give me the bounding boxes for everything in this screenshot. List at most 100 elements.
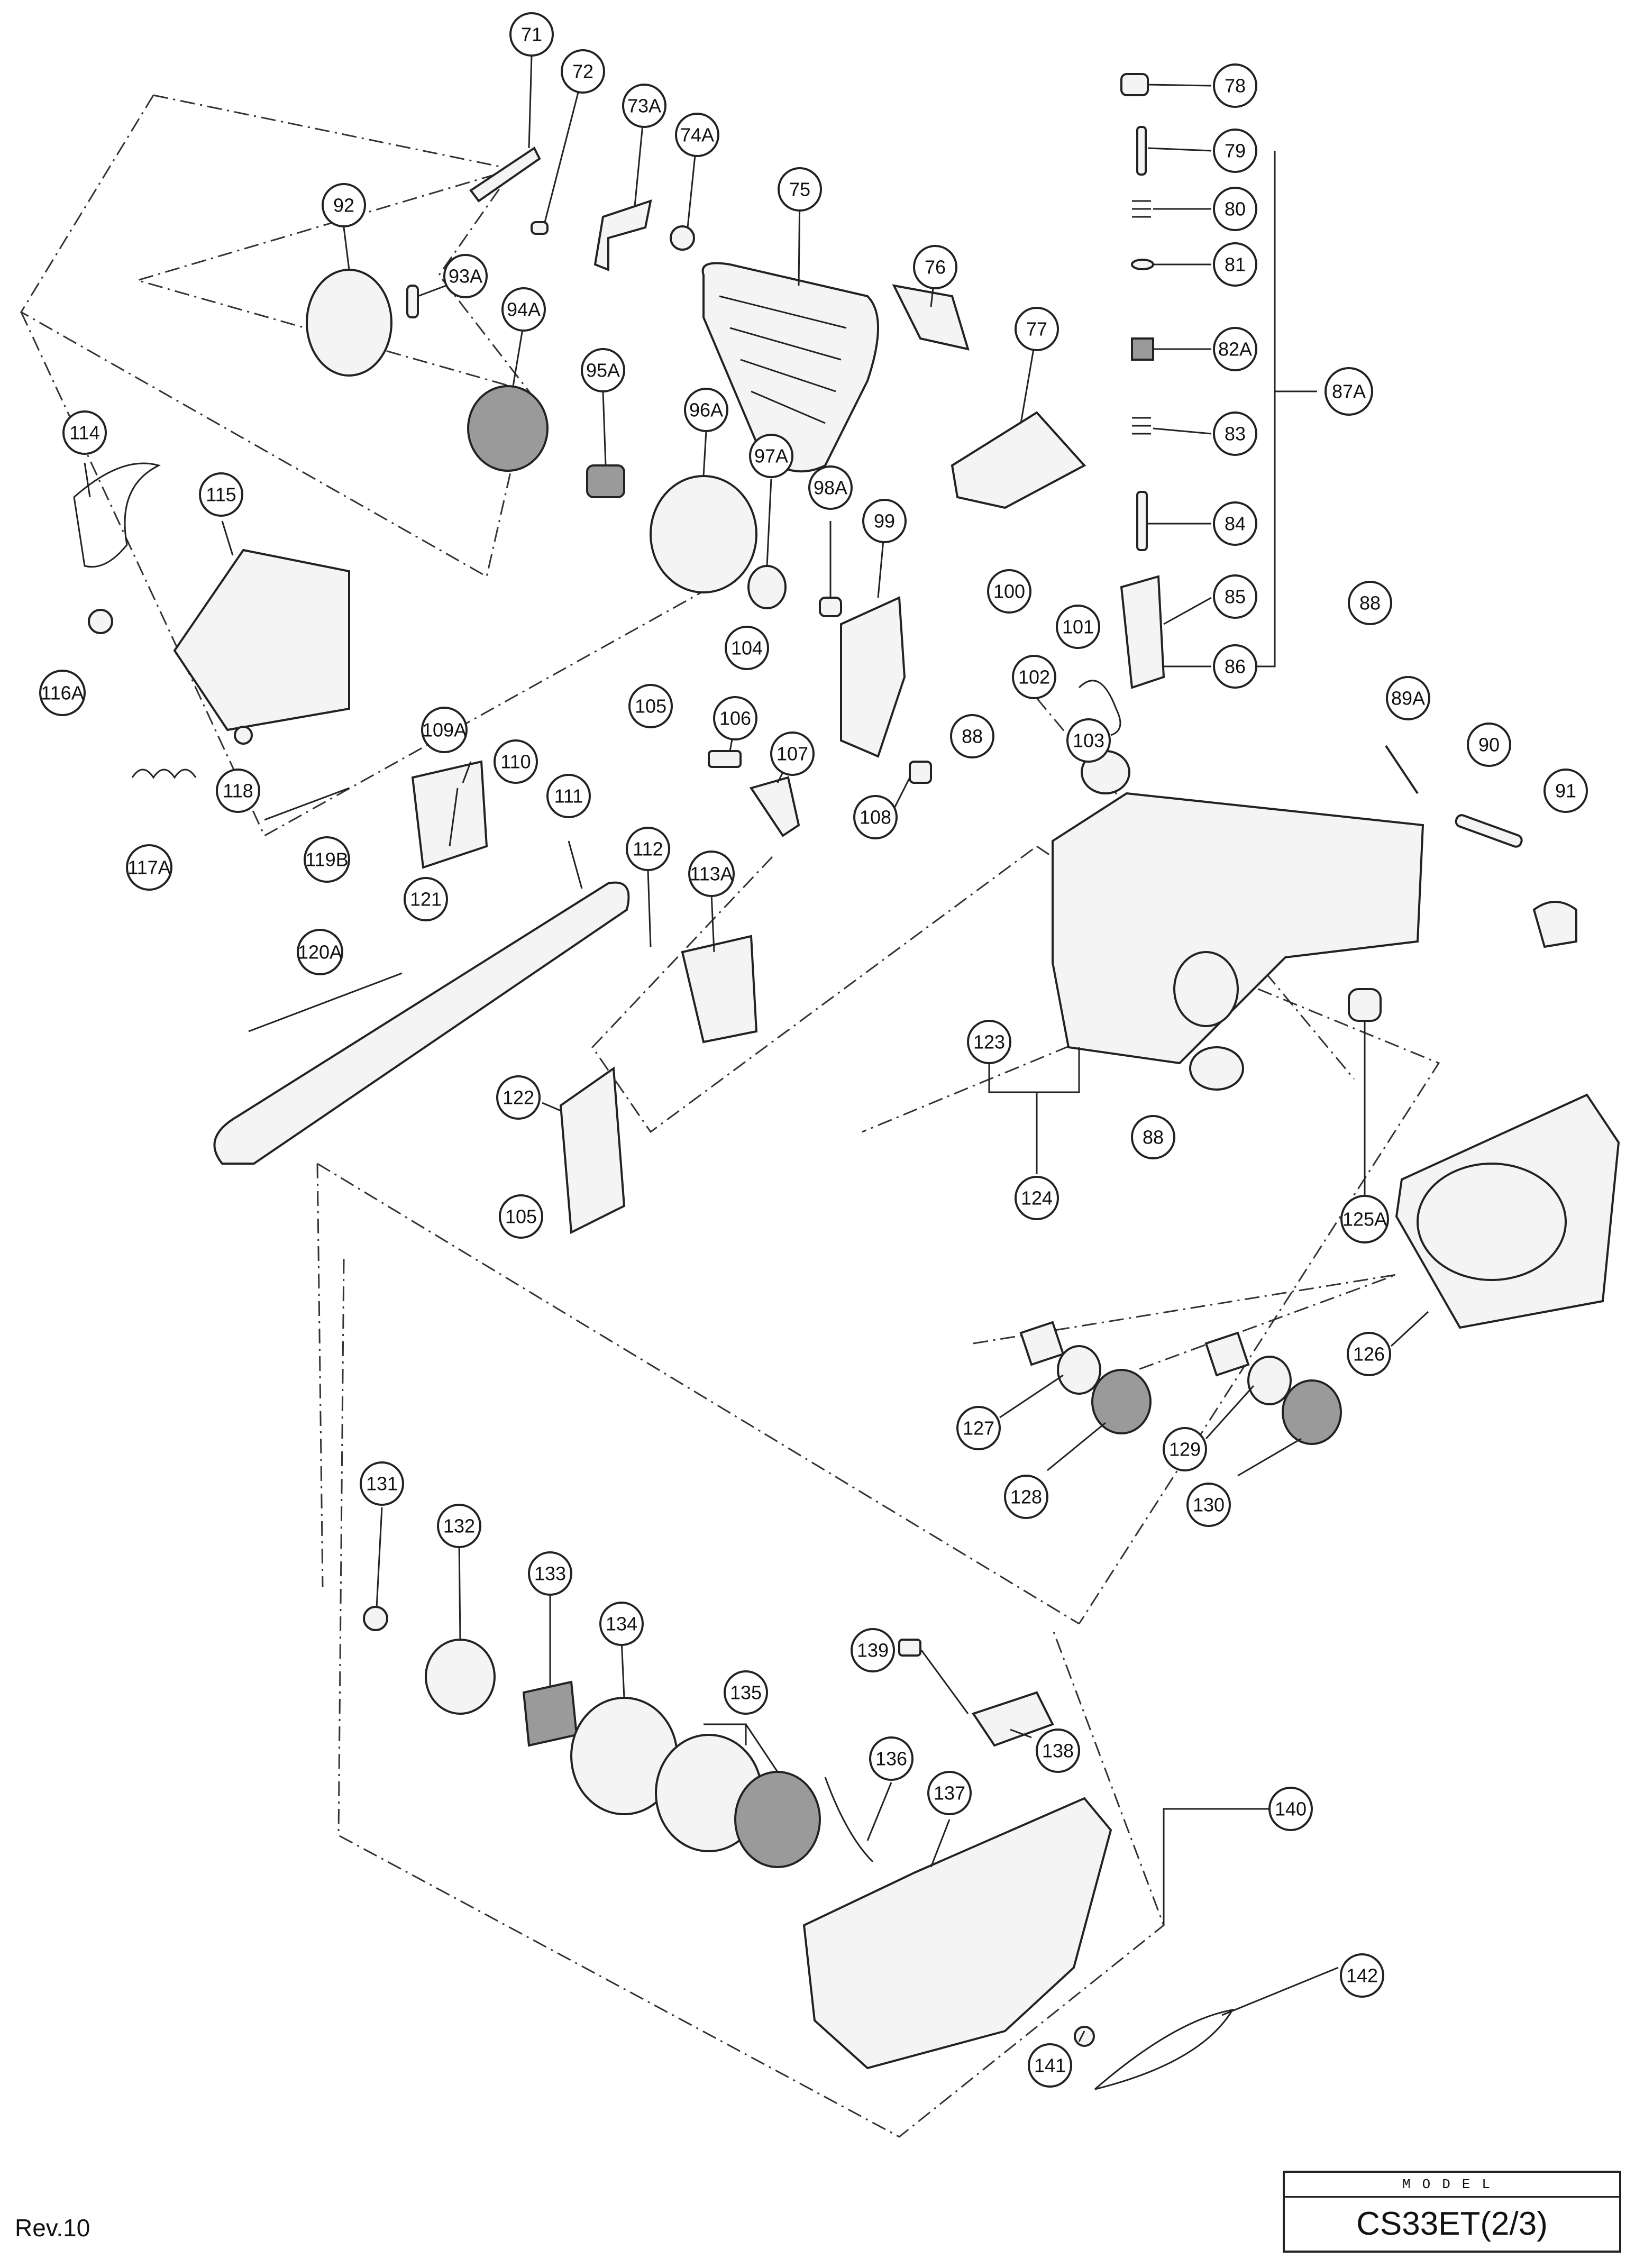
- side-plate-109a-shape: [411, 760, 488, 869]
- svg-text:73A: 73A: [627, 95, 661, 117]
- callout-71: 71: [509, 12, 554, 57]
- svg-text:128: 128: [1010, 1486, 1042, 1508]
- svg-text:103: 103: [1073, 730, 1104, 752]
- svg-text:78: 78: [1225, 75, 1246, 97]
- callout-113a: 113A: [688, 850, 735, 897]
- bushing-125a-shape: [1348, 988, 1382, 1022]
- strainer-127-shape: [1019, 1321, 1065, 1366]
- svg-text:91: 91: [1555, 780, 1576, 802]
- clutch-94a-shape: [467, 385, 549, 472]
- spiral-spring-135-shape: [734, 1771, 821, 1868]
- callout-94a: 94A: [501, 287, 546, 332]
- model-title-block: MODEL CS33ET(2/3): [1283, 2171, 1621, 2253]
- chain-120a-shape: [248, 972, 403, 1032]
- callout-88-bottom: 88: [1131, 1115, 1175, 1159]
- decal-142-shape: [1094, 2008, 1234, 2090]
- svg-text:99: 99: [874, 510, 895, 532]
- svg-text:120A: 120A: [298, 941, 342, 963]
- strainer-129-shape: [1204, 1331, 1250, 1377]
- callout-81: 81: [1213, 242, 1257, 287]
- callout-99: 99: [862, 499, 907, 543]
- screw-141-shape: [1074, 2026, 1095, 2047]
- svg-text:135: 135: [730, 1682, 762, 1704]
- callout-116a: 116A: [39, 670, 86, 716]
- svg-text:136: 136: [875, 1748, 907, 1770]
- svg-text:90: 90: [1478, 734, 1500, 756]
- callout-93a: 93A: [443, 254, 488, 298]
- svg-text:88: 88: [1359, 592, 1381, 614]
- callout-96a: 96A: [684, 388, 728, 432]
- callout-75: 75: [778, 167, 822, 212]
- part-shapes: [73, 73, 1620, 2090]
- callout-107: 107: [770, 731, 815, 776]
- callout-105-top: 105: [628, 684, 673, 728]
- svg-text:108: 108: [860, 807, 891, 828]
- brake-band-92-shape: [306, 269, 392, 377]
- svg-text:83: 83: [1225, 423, 1246, 445]
- svg-text:89A: 89A: [1391, 688, 1425, 709]
- callout-119b: 119B: [304, 836, 350, 883]
- pulley-132-shape: [425, 1639, 496, 1715]
- screw-118-shape: [234, 726, 253, 745]
- housing-86-shape: [1120, 575, 1165, 689]
- callout-97a: 97A: [749, 434, 793, 478]
- nut-116a-shape: [88, 609, 113, 634]
- callout-127: 127: [956, 1406, 1001, 1450]
- bolt-119b-shape: [264, 787, 350, 821]
- svg-text:97A: 97A: [754, 445, 788, 467]
- decal-114-shape: [73, 462, 161, 568]
- svg-text:109A: 109A: [422, 719, 467, 741]
- callout-114: 114: [62, 410, 107, 455]
- spring-80-shape: [1132, 200, 1151, 218]
- svg-text:126: 126: [1353, 1343, 1385, 1365]
- svg-text:117A: 117A: [127, 857, 170, 879]
- svg-text:88: 88: [962, 726, 983, 747]
- spring-82a-shape: [1131, 337, 1154, 361]
- clip-107-shape: [749, 776, 800, 837]
- svg-text:93A: 93A: [449, 266, 482, 287]
- callouts: 71 72 73A 74A 75 76 77 78 79 80 81 82A 8…: [39, 12, 1588, 2088]
- callout-85: 85: [1213, 574, 1257, 619]
- callout-140: 140: [1268, 1787, 1313, 1831]
- callout-137: 137: [927, 1771, 972, 1815]
- callout-133: 133: [528, 1551, 572, 1596]
- spring-117a-shape: [131, 769, 197, 779]
- svg-text:140: 140: [1275, 1798, 1307, 1820]
- svg-text:119B: 119B: [305, 849, 348, 871]
- model-name: CS33ET(2/3): [1356, 2206, 1548, 2242]
- callout-74a: 74A: [675, 113, 719, 157]
- handle-138-shape: [971, 1691, 1054, 1747]
- callout-84: 84: [1213, 501, 1257, 546]
- sprocket-96a-shape: [650, 475, 757, 593]
- svg-text:96A: 96A: [689, 399, 723, 421]
- callout-91: 91: [1543, 769, 1588, 813]
- svg-text:113A: 113A: [690, 863, 733, 885]
- svg-text:138: 138: [1042, 1740, 1074, 1762]
- pin-79-shape: [1136, 126, 1147, 176]
- fan-housing-opening-shape: [1417, 1163, 1567, 1281]
- svg-text:87A: 87A: [1332, 381, 1366, 403]
- pin-93a-shape: [406, 285, 419, 318]
- rope-136-shape: [824, 1777, 874, 1863]
- callout-117a: 117A: [126, 844, 172, 891]
- svg-text:118: 118: [223, 780, 253, 802]
- svg-text:105: 105: [635, 696, 666, 717]
- callout-110: 110: [494, 739, 538, 784]
- svg-text:105: 105: [505, 1206, 537, 1228]
- svg-text:101: 101: [1062, 616, 1094, 638]
- svg-text:127: 127: [963, 1418, 994, 1439]
- svg-text:112: 112: [633, 838, 663, 860]
- lever-71-shape: [469, 147, 541, 203]
- washer-81-shape: [1131, 259, 1154, 270]
- callout-111: 111: [546, 774, 591, 818]
- callout-129: 129: [1163, 1427, 1207, 1471]
- svg-text:75: 75: [789, 179, 810, 200]
- dowel-90-shape: [1455, 814, 1523, 848]
- svg-text:85: 85: [1225, 586, 1246, 608]
- svg-text:130: 130: [1193, 1494, 1225, 1516]
- svg-text:81: 81: [1225, 254, 1246, 276]
- svg-text:98A: 98A: [814, 477, 847, 499]
- svg-text:131: 131: [366, 1473, 398, 1495]
- svg-text:107: 107: [777, 743, 808, 765]
- guide-bar-111-shape: [213, 881, 630, 1165]
